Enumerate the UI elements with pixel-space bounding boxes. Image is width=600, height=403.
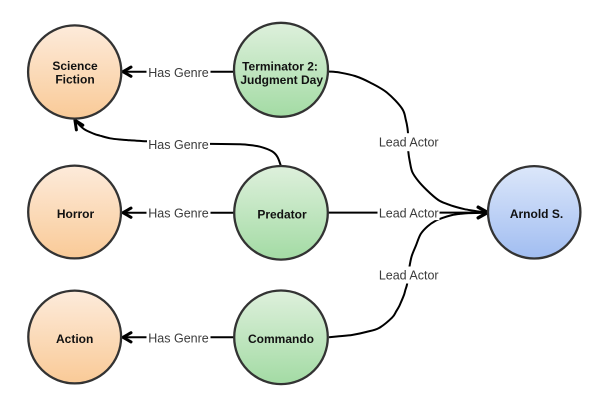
svg-text:Has Genre: Has Genre (148, 332, 208, 346)
svg-text:Lead Actor: Lead Actor (379, 206, 439, 220)
svg-text:Lead Actor: Lead Actor (379, 268, 439, 282)
svg-text:Has Genre: Has Genre (148, 66, 208, 80)
svg-text:Commando: Commando (248, 332, 314, 346)
svg-text:Science: Science (52, 59, 98, 73)
svg-text:Lead Actor: Lead Actor (379, 135, 439, 149)
svg-text:Arnold S.: Arnold S. (510, 207, 563, 221)
svg-text:Has Genre: Has Genre (148, 206, 208, 220)
svg-text:Has Genre: Has Genre (148, 138, 208, 152)
svg-text:Predator: Predator (257, 207, 307, 221)
svg-text:Judgment Day: Judgment Day (240, 73, 323, 87)
svg-text:Horror: Horror (57, 207, 95, 221)
svg-text:Fiction: Fiction (55, 73, 94, 87)
svg-text:Terminator 2:: Terminator 2: (242, 59, 318, 73)
svg-text:Action: Action (56, 332, 93, 346)
